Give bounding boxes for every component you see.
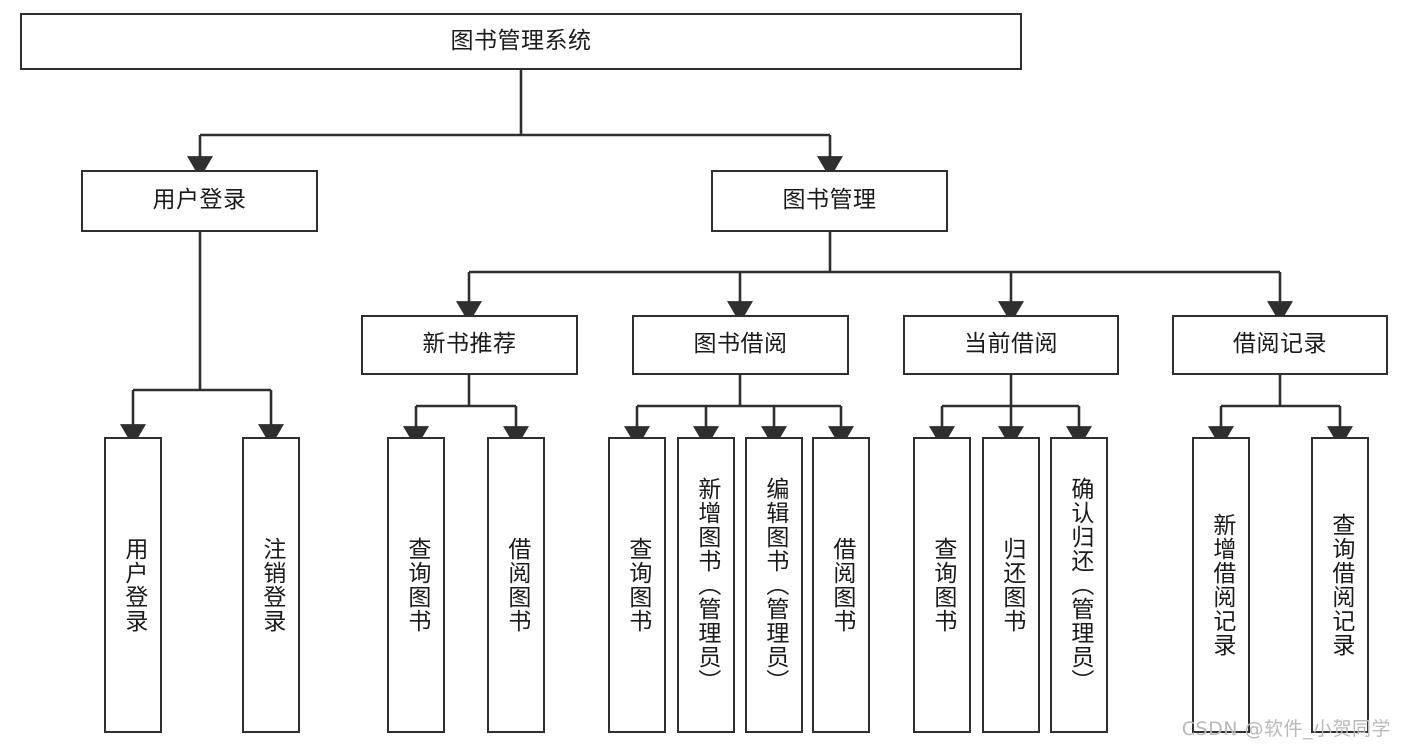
leaf-node-borrow-book[interactable]: 借阅图书 [812,437,870,733]
node-root-label: 图书管理系统 [450,27,592,54]
node-book-borrow-label: 图书借阅 [693,331,788,358]
leaf-label: 用户登录 [120,537,147,633]
leaf-label: 查询图书 [403,537,430,633]
leaf-label: 确认归还（管理员） [1066,477,1093,693]
node-user-login[interactable]: 用户登录 [81,170,318,232]
node-current-borrow[interactable]: 当前借阅 [903,315,1119,375]
leaf-node-edit-book-admin[interactable]: 编辑图书（管理员） [745,437,803,733]
leaf-node-user-login[interactable]: 用户登录 [104,437,162,733]
node-new-book-recommend[interactable]: 新书推荐 [361,315,578,375]
node-book-borrow[interactable]: 图书借阅 [632,315,849,375]
leaf-node-query-borrow-record[interactable]: 查询借阅记录 [1311,437,1369,733]
leaf-node-borrow-book-recommend[interactable]: 借阅图书 [487,437,545,733]
leaf-node-add-borrow-record[interactable]: 新增借阅记录 [1192,437,1250,733]
node-user-login-label: 用户登录 [152,187,247,214]
node-borrow-records-label: 借阅记录 [1233,331,1327,358]
leaf-node-return-book[interactable]: 归还图书 [982,437,1040,733]
leaf-label: 查询图书 [624,537,651,633]
leaf-label: 查询借阅记录 [1327,513,1354,657]
leaf-node-query-book-current[interactable]: 查询图书 [913,437,971,733]
leaf-node-confirm-return-admin[interactable]: 确认归还（管理员） [1050,437,1108,733]
node-new-book-recommend-label: 新书推荐 [422,331,517,358]
node-book-management-label: 图书管理 [782,187,877,214]
leaf-label: 编辑图书（管理员） [761,477,788,693]
node-current-borrow-label: 当前借阅 [964,331,1058,358]
leaf-label: 新增图书（管理员） [693,477,720,693]
leaf-node-query-book-recommend[interactable]: 查询图书 [387,437,445,733]
leaf-node-add-book-admin[interactable]: 新增图书（管理员） [677,437,735,733]
leaf-label: 注销登录 [258,537,285,633]
leaf-label: 查询图书 [929,537,956,633]
csdn-watermark: CSDN @软件_小贺同学 [1181,718,1391,740]
leaf-label: 借阅图书 [828,537,855,633]
leaf-node-logout[interactable]: 注销登录 [242,437,300,733]
leaf-label: 新增借阅记录 [1208,513,1235,657]
node-borrow-records[interactable]: 借阅记录 [1172,315,1388,375]
leaf-label: 借阅图书 [503,537,530,633]
node-book-management[interactable]: 图书管理 [711,170,948,232]
leaf-label: 归还图书 [998,537,1025,633]
leaf-node-query-book-borrow[interactable]: 查询图书 [608,437,666,733]
node-root[interactable]: 图书管理系统 [20,13,1022,70]
